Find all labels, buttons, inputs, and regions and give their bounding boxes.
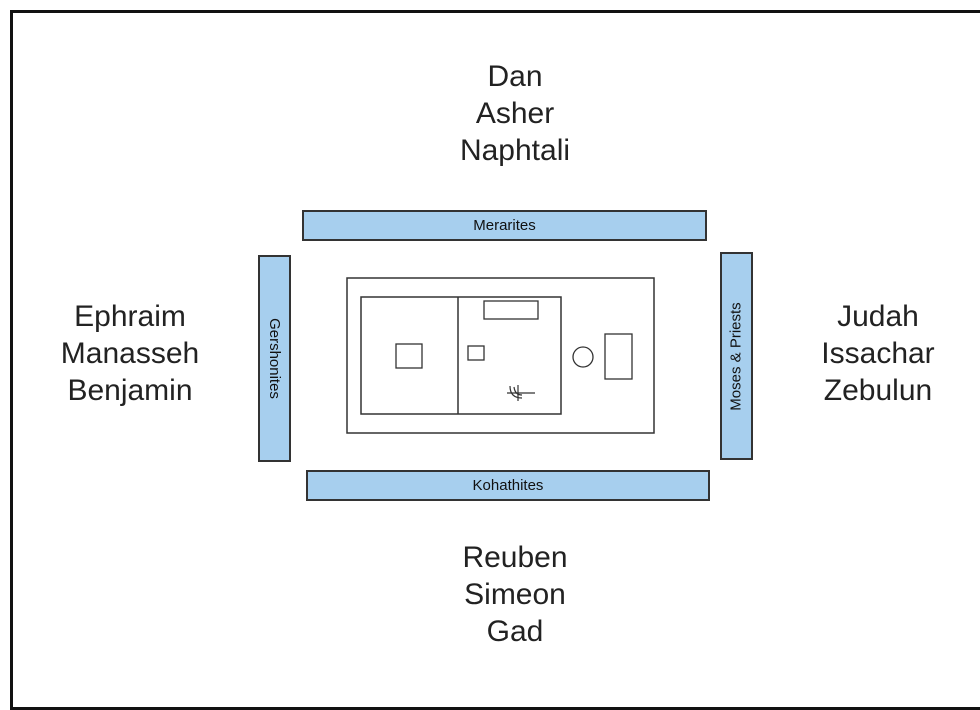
tribe-ephraim: Ephraim bbox=[74, 300, 186, 333]
tribe-simeon: Simeon bbox=[464, 578, 566, 611]
gershonites-label: Gershonites bbox=[266, 318, 283, 399]
west-tribes: Ephraim Manasseh Benjamin bbox=[10, 298, 250, 409]
tribe-gad: Gad bbox=[486, 615, 544, 648]
south-tribes: Reuben Simeon Gad bbox=[395, 539, 635, 650]
tribe-naphtali: Naphtali bbox=[459, 134, 571, 167]
tribe-benjamin: Benjamin bbox=[67, 374, 193, 407]
tribe-judah: Judah bbox=[837, 300, 919, 333]
tabernacle-court bbox=[346, 277, 655, 434]
moses-priests-bar: Moses & Priests bbox=[720, 252, 753, 460]
laver bbox=[572, 346, 594, 368]
north-tribes: Dan Asher Naphtali bbox=[395, 58, 635, 169]
tribe-manasseh: Manasseh bbox=[60, 337, 200, 370]
lampstand-icon bbox=[507, 385, 535, 401]
tribe-reuben: Reuben bbox=[462, 541, 568, 574]
east-tribes: Judah Issachar Zebulun bbox=[758, 298, 980, 409]
tribe-zebulun: Zebulun bbox=[823, 374, 933, 407]
kohathites-bar: Kohathites bbox=[306, 470, 710, 501]
gershonites-bar: Gershonites bbox=[258, 255, 291, 462]
moses-priests-label: Moses & Priests bbox=[728, 301, 745, 411]
tribe-issachar: Issachar bbox=[821, 337, 935, 370]
merarites-label: Merarites bbox=[473, 217, 536, 234]
ark-of-covenant bbox=[395, 343, 423, 369]
altar-of-incense bbox=[467, 345, 485, 361]
altar-of-burnt-offering bbox=[604, 333, 633, 380]
merarites-bar: Merarites bbox=[302, 210, 707, 241]
tribe-dan: Dan bbox=[487, 60, 543, 93]
tribe-asher: Asher bbox=[475, 97, 555, 130]
kohathites-label: Kohathites bbox=[472, 477, 544, 494]
table-of-showbread bbox=[483, 300, 539, 320]
